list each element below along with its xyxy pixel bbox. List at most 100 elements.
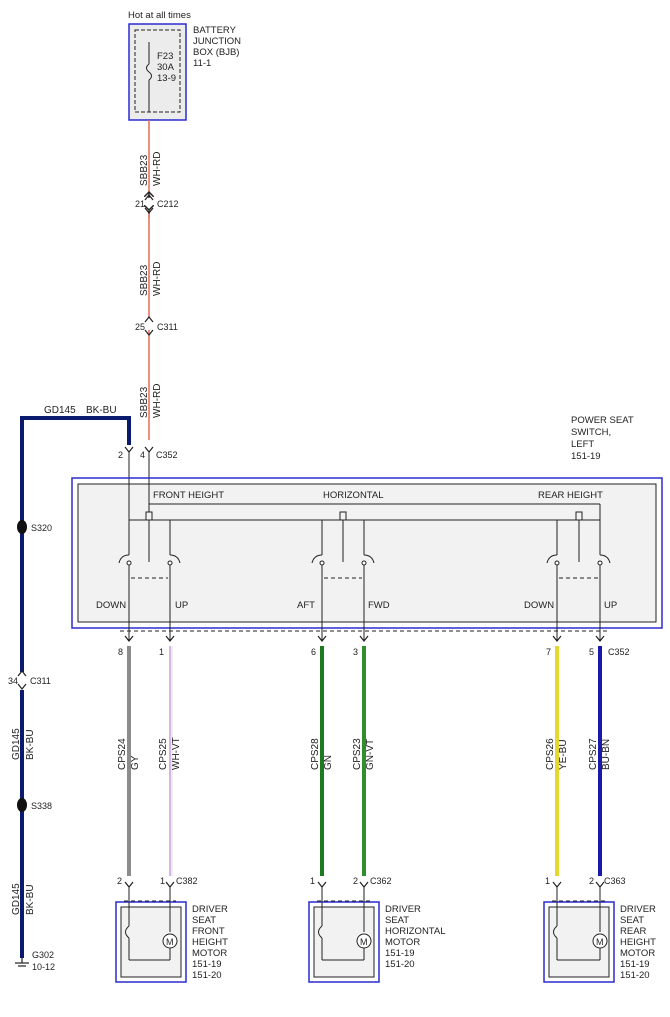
c352-id: C352 bbox=[156, 450, 178, 460]
motor-label-horizontal: SEAT bbox=[385, 915, 409, 926]
connector-c352-top: 2 4 C352 bbox=[118, 446, 178, 480]
pin-label: 7 bbox=[546, 647, 551, 657]
c382-id: C382 bbox=[176, 876, 198, 886]
feed-color-2: WH-RD bbox=[152, 262, 163, 296]
motor-label-horizontal: DRIVER bbox=[385, 904, 421, 915]
connector-c311-feed: 25 C311 bbox=[135, 316, 178, 336]
fuse-label-1: F23 bbox=[157, 51, 173, 62]
splice-s338-label: S338 bbox=[31, 801, 52, 811]
switch-name-3: LEFT bbox=[571, 439, 594, 450]
c352-pin-ground: 2 bbox=[118, 450, 123, 460]
c382-pin-right: 1 bbox=[160, 876, 165, 886]
fuse-label-3: 13-9 bbox=[157, 73, 176, 84]
section-horizontal: HORIZONTAL bbox=[323, 490, 384, 501]
ground-circuit-mid: GD145 bbox=[11, 728, 22, 760]
motor-label-front: HEIGHT bbox=[192, 937, 228, 948]
motor-label-rear: 151-19 bbox=[620, 959, 650, 970]
ground-wire-gd145: GD145 BK-BU GD145 BK-BU GD145 BK-BU bbox=[11, 405, 131, 958]
c311-feed-pin: 25 bbox=[135, 322, 145, 332]
ground-g302: G302 10-12 bbox=[15, 950, 55, 972]
c362-pin-right: 2 bbox=[353, 876, 358, 886]
connector-c311-ground: 34 C311 bbox=[8, 670, 51, 690]
motor-label-front: MOTOR bbox=[192, 948, 227, 959]
wire-color-label: YE-BU bbox=[558, 739, 569, 770]
c311-ground-id: C311 bbox=[30, 676, 51, 686]
pos-up-rear: UP bbox=[604, 600, 617, 611]
feed-circuit-2: SBB23 bbox=[139, 264, 150, 296]
connector-c363: 1 2 C363 bbox=[545, 876, 626, 886]
motor-label-rear: 151-20 bbox=[620, 970, 650, 981]
feed-circuit-1: SBB23 bbox=[139, 154, 150, 186]
splice-s338: S338 bbox=[17, 798, 52, 812]
motor-label-horizontal: 151-20 bbox=[385, 959, 415, 970]
wire-circuit-label: CPS23 bbox=[352, 738, 363, 770]
connector-c212: 21 C212 bbox=[135, 194, 179, 214]
bjb-header: Hot at all times bbox=[128, 10, 191, 21]
switch-name-4: 151-19 bbox=[571, 451, 601, 462]
battery-junction-box: Hot at all times F23 30A 13-9 BATTERY JU… bbox=[128, 10, 241, 121]
wire-color-label: GY bbox=[130, 755, 141, 770]
c311-feed-id: C311 bbox=[157, 322, 178, 332]
feed-color-3: WH-RD bbox=[152, 384, 163, 418]
c362-id: C362 bbox=[370, 876, 392, 886]
motor-label-front: DRIVER bbox=[192, 904, 228, 915]
motor-symbol-horizontal: M bbox=[360, 937, 368, 947]
ground-color-low: BK-BU bbox=[25, 884, 36, 915]
pos-up-front: UP bbox=[175, 600, 188, 611]
c352-bottom-id: C352 bbox=[608, 647, 630, 657]
ground-circuit-top: GD145 bbox=[44, 405, 76, 416]
pin-label: 5 bbox=[589, 647, 594, 657]
pin-label: 6 bbox=[311, 647, 316, 657]
wire-circuit-label: CPS25 bbox=[158, 738, 169, 770]
connector-c352-bottom: C352 bbox=[120, 630, 630, 657]
ground-circuit-low: GD145 bbox=[11, 883, 22, 915]
wire-color-label: BU-BN bbox=[601, 739, 612, 770]
motor-symbol-rear: M bbox=[596, 937, 604, 947]
c363-pin-right: 2 bbox=[589, 876, 594, 886]
splice-s320-label: S320 bbox=[31, 523, 52, 533]
wire-circuit-label: CPS27 bbox=[588, 738, 599, 770]
c363-pin-left: 1 bbox=[545, 876, 550, 886]
wire-circuit-label: CPS28 bbox=[310, 738, 321, 770]
motor-label-rear: SEAT bbox=[620, 915, 644, 926]
motor-front-height: M bbox=[115, 894, 187, 983]
section-front-height: FRONT HEIGHT bbox=[153, 490, 224, 501]
wire-circuit-label: CPS24 bbox=[117, 738, 128, 770]
ground-color-top: BK-BU bbox=[86, 405, 117, 416]
motor-label-front: FRONT bbox=[192, 926, 225, 937]
connector-c362: 1 2 C362 bbox=[310, 876, 392, 886]
bjb-name-3: BOX (BJB) bbox=[193, 47, 239, 58]
pos-down-rear: DOWN bbox=[524, 600, 554, 611]
pos-aft: AFT bbox=[297, 600, 315, 611]
fuse-label-2: 30A bbox=[157, 62, 175, 73]
motor-labels: DRIVERSEATFRONTHEIGHTMOTOR151-19151-20DR… bbox=[192, 904, 656, 981]
c363-id: C363 bbox=[604, 876, 626, 886]
feed-wire-sbb23: SBB23 WH-RD SBB23 WH-RD SBB23 WH-RD bbox=[139, 120, 163, 440]
g302-ref: 10-12 bbox=[32, 962, 55, 972]
wire-circuit-label: CPS26 bbox=[545, 738, 556, 770]
bjb-name-1: BATTERY bbox=[193, 25, 237, 36]
c212-pin: 21 bbox=[135, 199, 145, 209]
feed-color-1: WH-RD bbox=[152, 152, 163, 186]
bjb-name-2: JUNCTION bbox=[193, 36, 241, 47]
c382-pin-left: 2 bbox=[117, 876, 122, 886]
c212-id: C212 bbox=[157, 199, 179, 209]
motor-label-rear: MOTOR bbox=[620, 948, 655, 959]
power-seat-switch: FRONT HEIGHT HORIZONTAL REAR HEIGHT bbox=[71, 477, 663, 640]
motor-label-horizontal: HORIZONTAL bbox=[385, 926, 446, 937]
wire-color-label: GN bbox=[323, 755, 334, 770]
wire-color-label: WH-VT bbox=[171, 737, 182, 770]
motor-symbol-front: M bbox=[166, 937, 174, 947]
motor-label-rear: REAR bbox=[620, 926, 647, 937]
connector-c382: 2 1 C382 bbox=[117, 876, 198, 886]
motor-label-front: 151-20 bbox=[192, 970, 222, 981]
pos-down-front: DOWN bbox=[96, 600, 126, 611]
fuse-icon bbox=[146, 63, 152, 81]
splice-s320: S320 bbox=[17, 520, 52, 534]
c352-pin-feed: 4 bbox=[140, 450, 145, 460]
